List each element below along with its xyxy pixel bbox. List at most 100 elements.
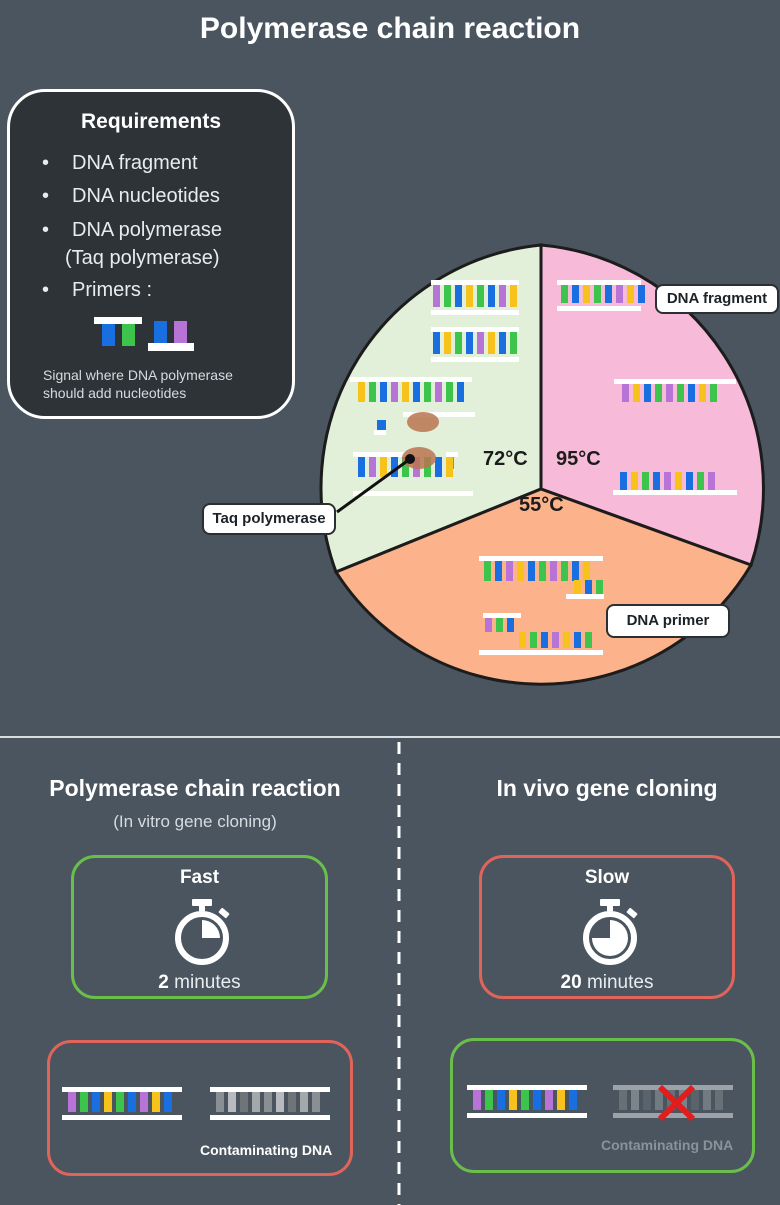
in-vivo-column-title: In vivo gene cloning [496, 775, 718, 801]
dna-base [485, 618, 492, 632]
dna-base [605, 285, 612, 303]
dna-base [561, 285, 568, 303]
pcr-column-subtitle: (In vitro gene cloning) [113, 812, 277, 831]
dna-base [653, 472, 660, 490]
dna-backbone [62, 1087, 182, 1092]
dna-backbone [210, 1115, 330, 1120]
dna-backbone [479, 650, 603, 655]
dna-base [477, 332, 484, 354]
dna-base [466, 285, 473, 307]
denaturation-sector [539, 243, 765, 567]
dna-base [369, 457, 376, 477]
dna-base [697, 472, 704, 490]
dna-base [455, 285, 462, 307]
dna-base [380, 457, 387, 477]
dna-base [402, 382, 409, 402]
dna-backbone [62, 1115, 182, 1120]
dna-base [228, 1092, 236, 1112]
pcr-cycle-diagram [319, 243, 765, 686]
dna-base [402, 457, 409, 477]
dna-base [638, 285, 645, 303]
free-nucleotide [446, 452, 458, 457]
pcr-speed-card: Fast 2 minutes [71, 855, 328, 999]
dna-base [569, 1090, 577, 1110]
taq-pointer-line [336, 457, 411, 514]
stopwatch-icon [583, 899, 638, 965]
dna-base [128, 1092, 136, 1112]
free-nucleotide [374, 430, 386, 435]
dna-base [473, 1090, 481, 1110]
dna-base [691, 1090, 699, 1110]
in-vivo-speed-card: Slow 20 minutes [479, 855, 735, 999]
dna-base [643, 1090, 651, 1110]
dna-base [485, 1090, 493, 1110]
dna-strands [350, 280, 737, 655]
dna-base [413, 382, 420, 402]
dna-base [622, 384, 629, 402]
dna-backbone [479, 556, 603, 561]
requirement-item: •Primers : [42, 279, 152, 301]
dna-base [688, 384, 695, 402]
dna-base [594, 285, 601, 303]
dna-base [444, 332, 451, 354]
red-x-icon [657, 1084, 696, 1122]
dna-base [252, 1092, 260, 1112]
dna-base [655, 384, 662, 402]
dna-base [585, 580, 592, 594]
dna-base [552, 632, 559, 648]
dna-base [477, 285, 484, 307]
dna-base [619, 1090, 627, 1110]
dna-base [369, 382, 376, 402]
dna-base [433, 332, 440, 354]
dna-base [276, 1092, 284, 1112]
requirement-label: DNA nucleotides [72, 185, 220, 207]
denaturation-temperature: 95°C [556, 448, 601, 470]
dna-base [499, 285, 506, 307]
dna-base [466, 332, 473, 354]
dna-base [715, 1090, 723, 1110]
dna-base [710, 384, 717, 402]
dna-backbone [431, 280, 519, 285]
dna-base [631, 472, 638, 490]
dna-base [519, 632, 526, 648]
pcr-column-title: Polymerase chain reaction [49, 775, 341, 801]
section-divider [0, 736, 780, 738]
speed-label: Fast [179, 867, 220, 888]
dna-base [561, 561, 568, 581]
dna-backbone [613, 1113, 733, 1118]
dna-backbone [431, 327, 519, 332]
dna-base [140, 1092, 148, 1112]
dna-base [457, 382, 464, 402]
dna-base [499, 332, 506, 354]
dna-base [312, 1092, 320, 1112]
dna-base [216, 1092, 224, 1112]
dna-base [488, 332, 495, 354]
dna-backbone [483, 613, 521, 618]
dna-base [380, 382, 387, 402]
free-nucleotide [377, 420, 386, 434]
dna-base [424, 382, 431, 402]
dna-base [358, 457, 365, 477]
dna-base [550, 561, 557, 581]
dna-base [509, 1090, 517, 1110]
dna-base [539, 561, 546, 581]
dna-base [435, 382, 442, 402]
dna-base [677, 384, 684, 402]
taq-polymerase-blob [407, 412, 439, 432]
dna-base [164, 1092, 172, 1112]
dna-backbone [613, 1085, 733, 1090]
dna-base [80, 1092, 88, 1112]
dna-base [433, 285, 440, 307]
dna-base [517, 561, 524, 581]
dna-base [497, 1090, 505, 1110]
amplified-dna-graphic [62, 1087, 330, 1120]
cloned-dna-graphic [467, 1084, 733, 1122]
dna-base [455, 332, 462, 354]
taq-polymerase-label: Taq polymerase [202, 503, 336, 535]
requirement-label: DNA polymerase [72, 219, 223, 241]
dna-backbone [467, 1085, 587, 1090]
dna-base [496, 618, 503, 632]
dna-base [484, 561, 491, 581]
dna-base [675, 472, 682, 490]
annealing-temperature: 55°C [519, 494, 564, 516]
